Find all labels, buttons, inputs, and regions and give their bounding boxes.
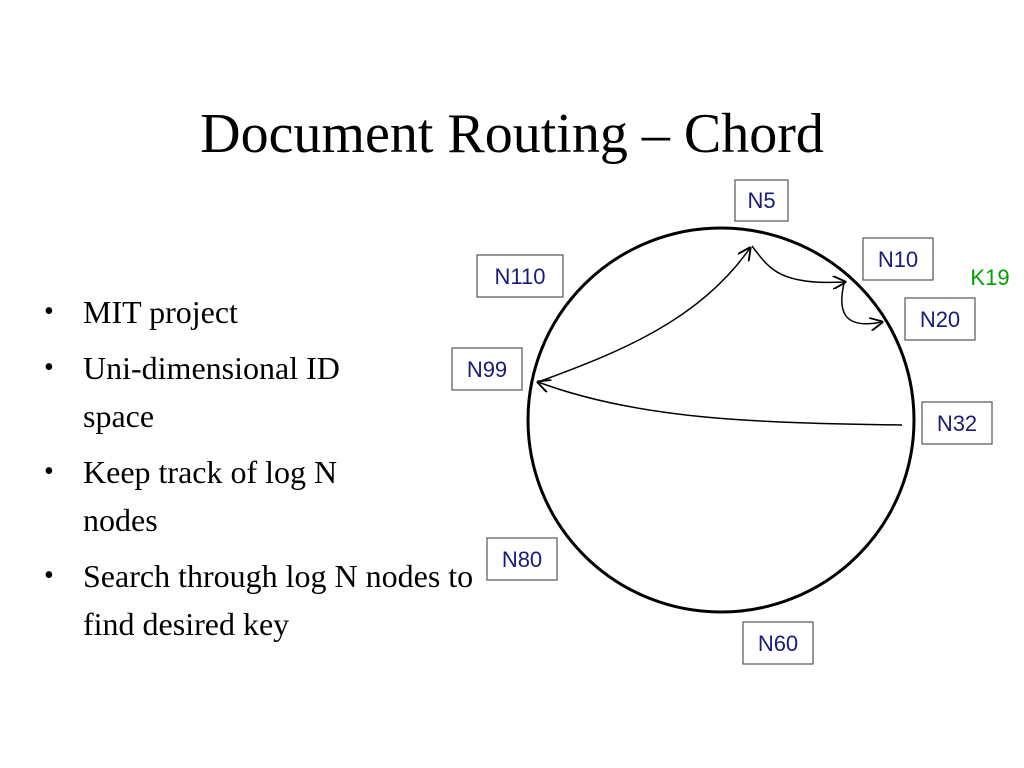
id-ring	[526, 226, 916, 614]
node-n20: N20	[904, 297, 976, 341]
node-n10: N10	[862, 237, 934, 281]
node-label: N10	[878, 247, 918, 272]
bullet-dot-icon: •	[44, 296, 54, 327]
bullet-dot-icon: •	[44, 352, 54, 383]
key-label-k19: K19	[970, 265, 1009, 290]
node-label: N110	[495, 264, 546, 289]
bullet-dot-icon: •	[44, 456, 54, 487]
bullet-list: • MIT project • Uni-dimensional ID space…	[40, 288, 490, 656]
node-n110: N110	[476, 254, 564, 298]
bullet-item: • Search through log N nodes to find des…	[40, 552, 490, 648]
node-n60: N60	[742, 621, 814, 665]
bullet-item: • Keep track of log N nodes	[40, 448, 490, 544]
node-n32: N32	[921, 401, 993, 445]
bullet-dot-icon: •	[44, 560, 54, 591]
node-label: N5	[747, 188, 775, 213]
slide-title: Document Routing – Chord	[200, 103, 824, 165]
route-arrow-n32-to-n99	[538, 382, 903, 426]
route-arrow-n5-to-n10	[751, 245, 845, 282]
node-label: N60	[758, 631, 798, 656]
route-arrow-n99-to-n5	[537, 248, 750, 383]
bullet-text: Keep track of log N nodes	[83, 454, 338, 538]
bullet-item: • MIT project	[40, 288, 490, 336]
bullet-text: Search through log N nodes to find desir…	[83, 558, 474, 642]
node-label: N32	[937, 411, 977, 436]
node-n99: N99	[451, 347, 523, 391]
node-label: N20	[920, 307, 960, 332]
bullet-text: MIT project	[83, 294, 238, 330]
node-n80: N80	[486, 537, 558, 581]
node-n5: N5	[734, 179, 789, 222]
node-label: N99	[467, 357, 507, 382]
route-arrow-n10-to-n20	[841, 282, 882, 324]
bullet-text: Uni-dimensional ID space	[83, 350, 340, 434]
bullet-item: • Uni-dimensional ID space	[40, 344, 490, 440]
node-label: N80	[502, 547, 542, 572]
